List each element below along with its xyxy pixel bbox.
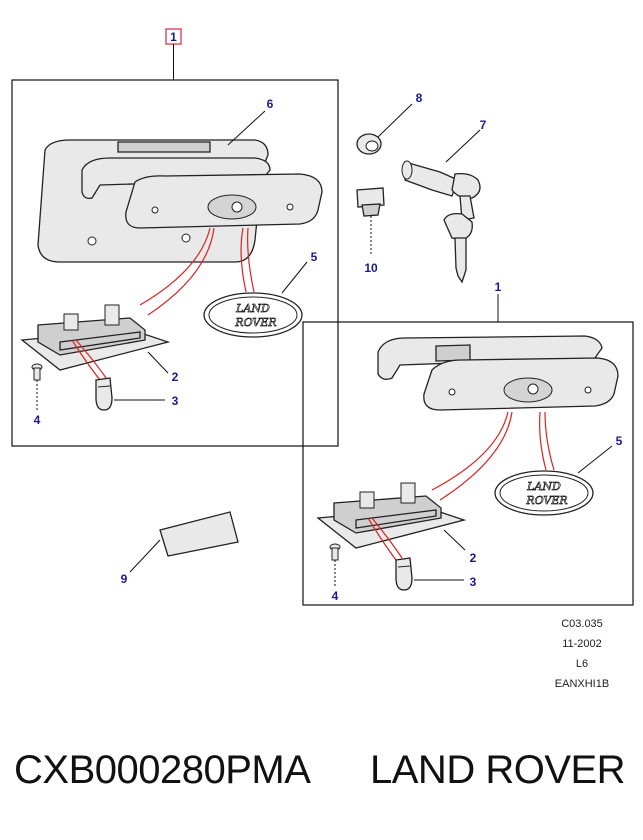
- part-number: CXB000280PMA: [14, 748, 311, 792]
- screw-item-4-right: [329, 543, 341, 561]
- handle-cover-right: [377, 335, 603, 380]
- brand-name: LAND ROVER: [370, 748, 626, 792]
- callout-2-left[interactable]: 2: [172, 370, 179, 384]
- callout-3-right[interactable]: 3: [470, 575, 477, 589]
- drawing-ref: C03.035: [561, 618, 603, 630]
- caption: CXB000280PMA LAND ROVER: [0, 748, 643, 808]
- handle-body-right: [423, 357, 619, 411]
- callout-4-right[interactable]: 4: [332, 589, 339, 603]
- drawing-code: L6: [575, 658, 589, 670]
- bulb-item-3-left: [95, 377, 113, 411]
- lock-barrel-item-7: [401, 160, 481, 284]
- callout-9[interactable]: 9: [121, 572, 128, 586]
- handle-body-left: [125, 173, 323, 229]
- drawing-date: 11-2002: [562, 638, 602, 650]
- drawing-id: EANXHI1B: [554, 678, 610, 690]
- callout-10[interactable]: 10: [364, 261, 378, 275]
- left-assembly-frame: [11, 79, 339, 447]
- grommet-item-8: [356, 133, 382, 155]
- callout-4-left[interactable]: 4: [34, 413, 41, 427]
- callout-5-left[interactable]: 5: [311, 250, 318, 264]
- badge-text-rover-right: ROVER: [525, 494, 567, 507]
- callout-8[interactable]: 8: [416, 91, 423, 105]
- bulb-item-3-right: [395, 557, 413, 591]
- switch-housing-item-2-left: [20, 304, 171, 371]
- callout-7[interactable]: 7: [480, 118, 487, 132]
- callout-2-right[interactable]: 2: [470, 551, 477, 565]
- badge-text-land-right: LAND: [526, 480, 561, 493]
- callout-1-right[interactable]: 1: [495, 280, 502, 294]
- badge-text-rover-left: ROVER: [234, 316, 276, 329]
- badge-item-5-left: LAND ROVER: [203, 292, 303, 338]
- badge-item-5-right: LAND ROVER: [494, 470, 594, 516]
- badge-text-land-left: LAND: [235, 302, 270, 315]
- screw-item-4-left: [31, 363, 43, 381]
- clip-item-10: [356, 187, 385, 217]
- top-callout-label[interactable]: 1: [170, 30, 177, 44]
- pad-item-9: [159, 511, 239, 557]
- right-assembly-frame: [302, 321, 634, 606]
- callout-6[interactable]: 6: [267, 97, 274, 111]
- switch-housing-item-2-right: [316, 482, 467, 549]
- callout-5-right[interactable]: 5: [616, 434, 623, 448]
- parts-diagram: 1 6 LAND ROVER 5: [11, 28, 634, 606]
- callout-3-left[interactable]: 3: [172, 394, 179, 408]
